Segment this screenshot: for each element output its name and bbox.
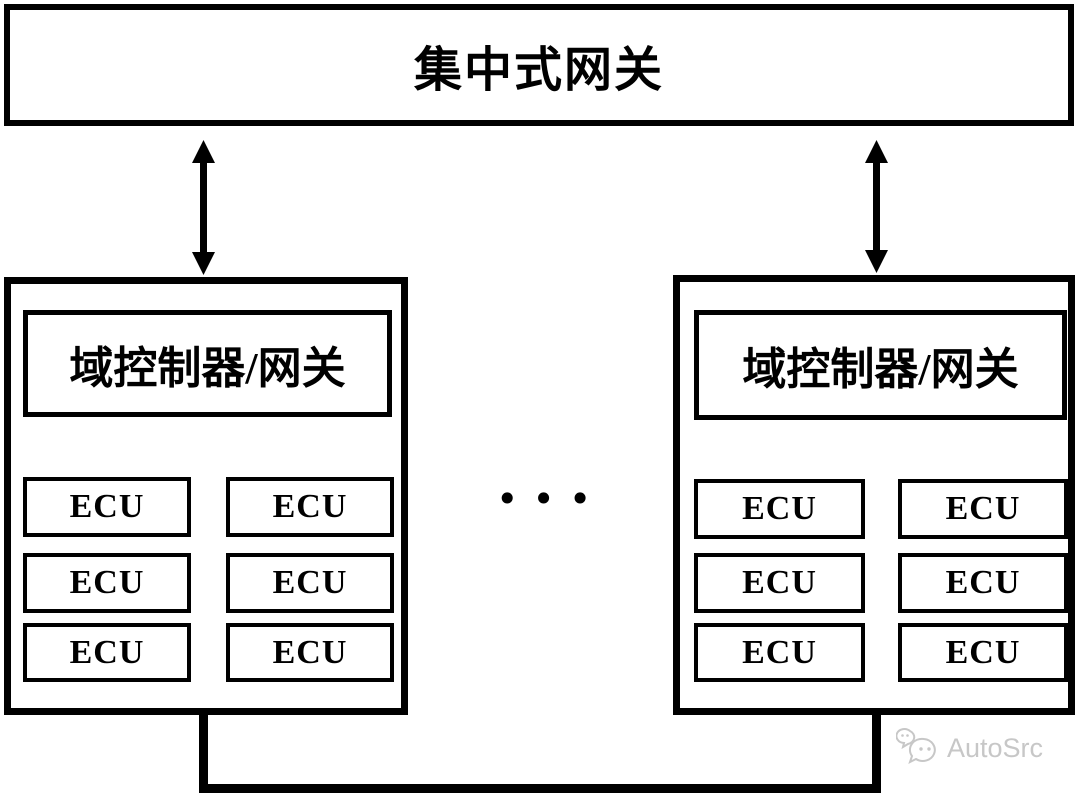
domain-controller-box-2: 域控制器/网关 [694, 310, 1067, 420]
domain-controller-box-1: 域控制器/网关 [23, 310, 392, 417]
ecu-box: ECU [694, 623, 865, 682]
centralized-gateway-box: 集中式网关 [4, 4, 1074, 126]
ecu-label: ECU [69, 633, 145, 671]
ecu-label: ECU [945, 564, 1021, 601]
ecu-box: ECU [23, 477, 191, 537]
ecu-label: ECU [69, 564, 145, 601]
more-domains-ellipsis: ••• [496, 477, 606, 521]
watermark-brand: AutoSrc [947, 732, 1044, 763]
ecu-label: ECU [272, 564, 348, 601]
bidirectional-arrow-left-icon [192, 140, 215, 275]
chat-bubbles-logo-icon [896, 728, 936, 764]
ecu-box: ECU [226, 553, 394, 613]
ecu-label: ECU [742, 490, 817, 527]
ecu-box: ECU [694, 479, 865, 539]
bidirectional-arrow-right-icon [865, 140, 888, 273]
ecu-label: ECU [69, 488, 145, 525]
ecu-label: ECU [742, 564, 817, 601]
bottom-bus-connector [199, 712, 881, 793]
ecu-label: ECU [272, 633, 348, 671]
ecu-label: ECU [945, 490, 1021, 527]
ecu-box: ECU [226, 623, 394, 682]
ecu-label: ECU [945, 633, 1021, 671]
ecu-box: ECU [226, 477, 394, 537]
ecu-label: ECU [742, 633, 817, 671]
ecu-box: ECU [898, 479, 1068, 539]
ecu-box: ECU [23, 623, 191, 682]
ecu-box: ECU [694, 553, 865, 613]
centralized-gateway-label: 集中式网关 [413, 44, 664, 97]
ecu-box: ECU [23, 553, 191, 613]
ecu-box: ECU [898, 553, 1068, 613]
domain-controller-label-1: 域控制器/网关 [69, 343, 346, 393]
watermark: AutoSrc [896, 727, 1043, 769]
ecu-label: ECU [272, 488, 348, 525]
ecu-box: ECU [898, 623, 1068, 682]
domain-controller-label-2: 域控制器/网关 [742, 345, 1019, 394]
